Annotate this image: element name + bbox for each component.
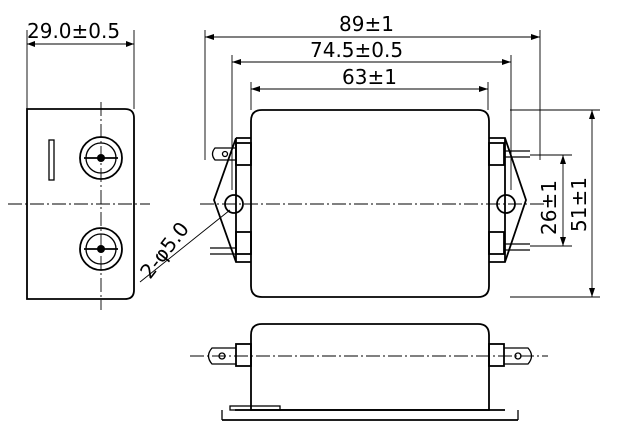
hole-leader <box>139 209 231 283</box>
arrow-icon <box>589 288 595 297</box>
arrow-icon <box>251 86 260 92</box>
front-left-tab <box>207 347 236 365</box>
filter-body <box>250 109 490 298</box>
right-terminal-bottom-block <box>488 231 505 255</box>
side-view <box>8 30 150 310</box>
front-left-tab-hole <box>218 352 226 360</box>
side-view-body <box>26 108 135 300</box>
arrow-icon <box>205 34 214 40</box>
front-right-tab <box>504 347 533 365</box>
arrow-icon <box>27 41 35 47</box>
terminal-bottom <box>79 227 123 271</box>
left-tab-top-hole <box>221 150 229 158</box>
arrow-icon <box>502 59 511 65</box>
overall-length-label: 89±1 <box>339 12 394 36</box>
side-width-label: 29.0±0.5 <box>27 19 120 43</box>
right-flange <box>489 137 527 263</box>
hole-diameter-label: 2-φ5.0 <box>135 217 194 283</box>
arrow-icon <box>232 59 241 65</box>
front-left-block <box>235 343 252 367</box>
left-tab-top <box>211 147 236 161</box>
overall-height-label: 51±1 <box>567 177 591 232</box>
side-slot <box>48 139 55 181</box>
top-view <box>139 30 600 298</box>
front-view <box>190 323 548 421</box>
hole-spacing-label: 74.5±0.5 <box>310 38 403 62</box>
terminal-top-screw <box>97 154 105 162</box>
left-flange <box>213 137 251 263</box>
right-terminal-top-block <box>488 142 505 166</box>
arrow-icon <box>531 34 540 40</box>
arrow-icon <box>560 155 566 164</box>
body-length-label: 63±1 <box>342 65 397 89</box>
terminal-bottom-screw <box>97 245 105 253</box>
left-terminal-top-block <box>235 142 252 166</box>
front-right-tab-hole <box>514 352 522 360</box>
front-slot <box>229 405 281 411</box>
terminal-top <box>79 136 123 180</box>
inner-height-label: 26±1 <box>537 180 561 235</box>
arrow-icon <box>479 86 488 92</box>
arrow-icon <box>589 110 595 119</box>
front-body <box>250 323 490 411</box>
arrow-icon <box>560 237 566 246</box>
arrow-icon <box>126 41 134 47</box>
left-terminal-bottom-block <box>235 231 252 255</box>
front-right-block <box>488 343 505 367</box>
